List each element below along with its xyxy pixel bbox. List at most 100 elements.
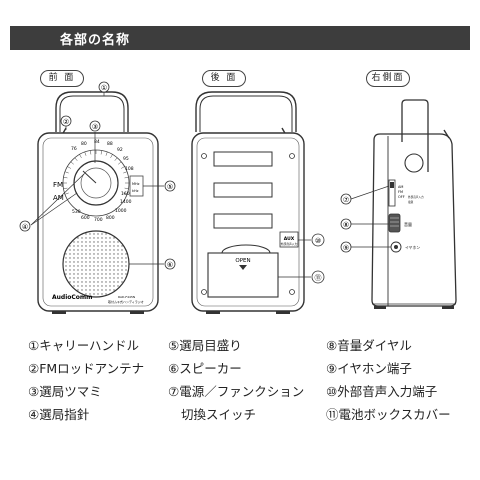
right-side-view-label: 右側面 — [366, 70, 410, 87]
earphone-jack-hole — [394, 245, 398, 249]
dial-mark-1000: 1000 — [115, 208, 127, 214]
dial-tick — [110, 154, 113, 159]
switch-sub-power: 電源 — [408, 200, 414, 204]
switch-sub-aux: 外部音声入力 — [408, 195, 424, 199]
legend-item-7-continued: 切換スイッチ — [181, 407, 257, 422]
legend-item-8: ⑧音量ダイヤル — [326, 338, 412, 353]
callout-line-4a — [30, 192, 78, 226]
dial-tick — [118, 161, 122, 165]
dial-mark-600: 600 — [81, 215, 90, 221]
dial-mark-530: 530 — [72, 209, 81, 215]
side-handle-pivot — [404, 153, 424, 173]
legend-column-2: ⑤選局目盛り ⑥スピーカー ⑦電源／ファンクション 切換スイッチ — [168, 334, 304, 426]
front-foot-left — [52, 311, 66, 314]
switch-label-am: AM — [398, 185, 403, 189]
model-text: RAD-F445N — [118, 295, 135, 299]
tuning-knob — [73, 160, 119, 206]
volume-dial — [388, 213, 401, 233]
aux-jack-label: AUX — [284, 236, 295, 242]
legend-item-1: ①キャリーハンドル — [28, 338, 139, 353]
legend-item-6: ⑥スピーカー — [168, 361, 242, 376]
callout-4 — [19, 220, 31, 232]
callout-11 — [311, 270, 325, 284]
callout-6-num: ⑥ — [167, 261, 173, 269]
dial-tick — [90, 150, 92, 155]
dial-tick — [100, 150, 102, 155]
back-body-inner-edge — [196, 137, 300, 307]
title-bar: 各部の名称 — [10, 26, 470, 50]
back-vent-3 — [213, 213, 273, 229]
legend-item-7: ⑦電源／ファンクション — [168, 384, 305, 399]
aux-jack-sub: 外部音声入力 — [281, 242, 298, 246]
front-carry-handle — [55, 91, 129, 132]
back-screw-1 — [201, 153, 207, 159]
legend-item-10: ⑩外部音声入力端子 — [326, 384, 438, 399]
right-side-view: AM FM OFF 外部音声入力 電源 音量 イヤホン — [371, 99, 457, 309]
dial-tick — [67, 166, 72, 169]
scale-window — [129, 175, 144, 197]
scale-window-mhz: MHz — [132, 182, 140, 186]
dial-tick — [63, 187, 68, 189]
side-callouts: ⑦ ⑧ ⑨ — [340, 185, 391, 253]
dial-mark-80: 80 — [81, 141, 87, 147]
legend-item-9: ⑨イヤホン端子 — [326, 361, 412, 376]
legend-column-3: ⑧音量ダイヤル ⑨イヤホン端子 ⑩外部音声入力端子 ⑪電池ボックスカバー — [326, 334, 451, 426]
callout-7 — [340, 193, 352, 205]
caption-text: 取付ムキ式ハンディラジオ — [108, 299, 144, 304]
side-carry-handle — [401, 99, 429, 172]
back-carry-handle-inner — [199, 95, 293, 132]
callout-6 — [164, 258, 176, 270]
front-view-label: 前 面 — [40, 70, 84, 87]
front-body-inner-edge — [42, 137, 154, 307]
battery-cover-tab — [221, 244, 271, 254]
dial-mark-700: 700 — [94, 217, 103, 223]
brand-logo: AudioComm — [52, 294, 92, 301]
callout-2 — [60, 115, 72, 127]
callout-5 — [164, 180, 176, 192]
front-foot-right — [130, 311, 144, 314]
dial-mark-1600: 1600 — [121, 191, 133, 197]
dial-mark-92: 92 — [117, 147, 123, 153]
dial-ticks — [63, 150, 129, 200]
callout-line-4b — [30, 173, 85, 226]
back-view-label: 後 面 — [202, 70, 246, 87]
callout-5-num: ⑤ — [167, 183, 173, 191]
dial-tick — [84, 151, 87, 156]
page-title: 各部の名称 — [60, 33, 131, 48]
back-foot-right — [276, 311, 290, 314]
legend-column-1: ①キャリーハンドル ②FMロッドアンテナ ③選局ツマミ ④選局指針 — [28, 334, 144, 426]
band-fm-label: FM — [53, 181, 63, 189]
back-vent-2 — [213, 182, 273, 198]
back-foot-left — [206, 311, 220, 314]
scale-window-khz: kHz — [132, 189, 139, 193]
dial-tick — [79, 154, 82, 159]
dial-mark-1400: 1400 — [120, 199, 132, 205]
volume-label: 音量 — [404, 221, 412, 227]
dial-tick — [70, 161, 74, 165]
dial-tick — [64, 192, 69, 195]
back-vent-1 — [213, 151, 273, 167]
dial-tick — [63, 177, 68, 179]
dial-mark-76: 76 — [71, 146, 77, 152]
side-foot-right — [442, 306, 454, 309]
back-view: AUX 外部音声入力 OPEN — [191, 91, 305, 314]
dial-tick — [105, 151, 108, 156]
front-carry-handle-inner — [59, 95, 125, 132]
callout-4-num: ④ — [22, 223, 28, 231]
callout-9-num: ⑨ — [343, 244, 349, 252]
dial-mark-88: 88 — [107, 141, 113, 147]
battery-cover — [207, 252, 279, 298]
callout-10 — [311, 233, 325, 247]
side-foot-left — [374, 306, 386, 309]
callout-8 — [340, 218, 352, 230]
back-screw-4 — [289, 289, 295, 295]
tuning-pointer — [82, 170, 97, 184]
dial-tick — [74, 157, 78, 161]
legend-item-3: ③選局ツマミ — [28, 384, 102, 399]
back-callouts: ⑩ ⑪ — [278, 233, 325, 284]
dial-mark-95: 95 — [123, 156, 129, 162]
back-screw-3 — [201, 289, 207, 295]
callout-2-num: ② — [63, 118, 69, 126]
legend-item-4: ④選局指針 — [28, 407, 90, 422]
callout-1 — [98, 81, 110, 93]
